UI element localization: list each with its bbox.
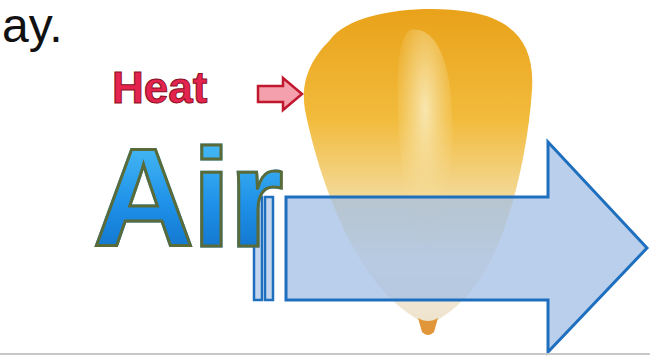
air-label: Air [93, 128, 281, 268]
bottom-rule [0, 353, 650, 355]
air-arrow [286, 142, 647, 352]
slide-text: ay. [2, 2, 62, 50]
kernel-tip [418, 318, 438, 335]
heat-label: Heat [112, 66, 207, 110]
heat-arrow [258, 78, 302, 110]
